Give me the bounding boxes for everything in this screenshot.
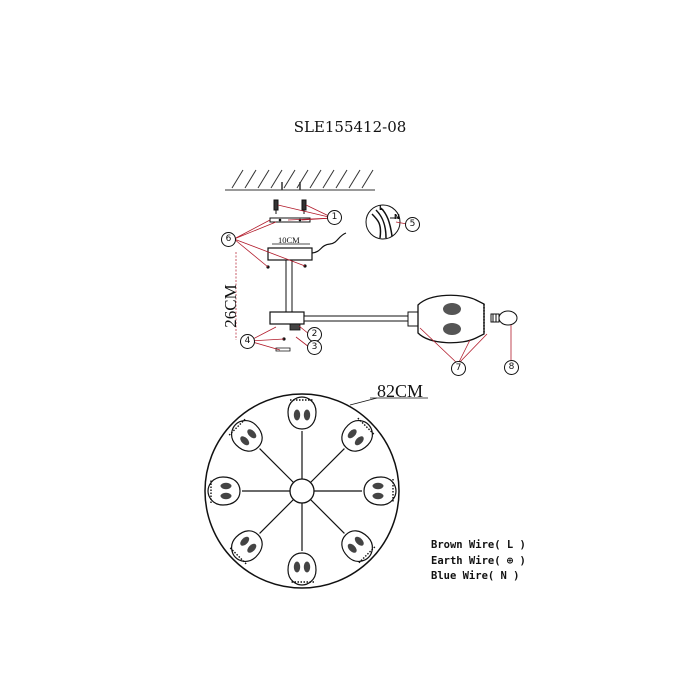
callout-6: 6	[221, 232, 236, 247]
callout-5: 5	[405, 217, 420, 232]
suspension-rod	[285, 259, 293, 313]
plan-shade	[341, 417, 376, 452]
plan-shade	[287, 396, 317, 430]
callout-2: 2	[307, 327, 322, 342]
lamp-arm	[303, 315, 409, 322]
canopy-width-label: 10CM	[278, 235, 300, 245]
wire-terminal-detail	[365, 204, 401, 240]
plan-hub	[289, 478, 315, 504]
ceiling-hatch	[225, 169, 375, 191]
legend-blue-wire: Blue Wire( N )	[431, 570, 520, 582]
terminal-live-letter: L	[379, 204, 384, 212]
callout-7: 7	[451, 361, 466, 376]
shade-cutout-lower	[443, 323, 461, 335]
light-bulb-icon	[490, 310, 518, 326]
canopy	[267, 247, 313, 261]
lamp-shade-side	[417, 294, 485, 344]
central-hub	[269, 311, 305, 325]
legend-earth-wire: Earth Wire( ⊕ )	[431, 554, 526, 567]
lamp-holder	[407, 311, 419, 327]
callout-8: 8	[504, 360, 519, 375]
plan-shade	[363, 476, 397, 506]
supply-cable	[311, 232, 347, 254]
bracket-screw-left	[278, 218, 282, 222]
callout-3: 3	[307, 340, 322, 355]
diameter-label: 82CM	[377, 381, 424, 401]
plan-shade	[207, 476, 241, 506]
legend-brown-wire: Brown Wire( L )	[431, 539, 526, 551]
shade-cutout-upper	[443, 303, 461, 315]
plan-shade	[228, 530, 263, 565]
model-number-title: SLE155412-08	[293, 118, 407, 136]
plan-view	[204, 393, 428, 589]
mounting-screws	[273, 199, 307, 214]
height-label: 26CM	[221, 284, 240, 328]
plan-shade	[341, 530, 376, 565]
plan-shade	[287, 552, 317, 586]
terminal-neutral-letter: N	[394, 213, 400, 221]
hub-connector	[289, 323, 301, 331]
callout-4: 4	[240, 334, 255, 349]
plan-shade	[228, 417, 263, 452]
diameter-leader	[349, 397, 378, 406]
plan-arms	[207, 396, 397, 586]
wire-legend: Brown Wire( L ) Earth Wire( ⊕ ) Blue Wir…	[431, 538, 526, 585]
callout-1: 1	[327, 210, 342, 225]
